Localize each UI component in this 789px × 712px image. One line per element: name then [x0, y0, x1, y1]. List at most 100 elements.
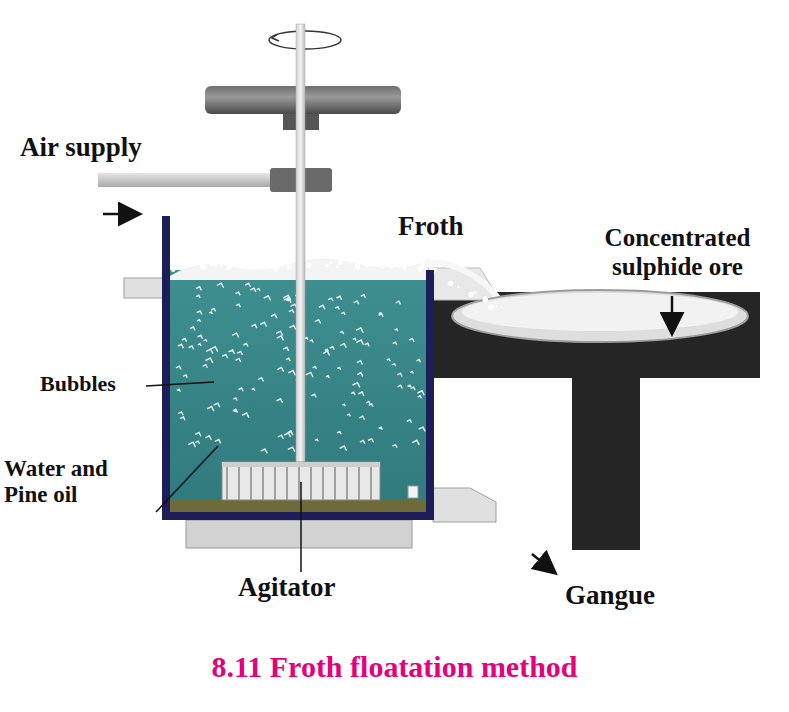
froth-bubble	[201, 264, 207, 270]
bubble	[195, 433, 201, 437]
bubble	[417, 360, 421, 363]
bubble	[222, 355, 228, 359]
bubble	[365, 343, 370, 346]
froth-bubble	[496, 305, 498, 307]
bubble	[342, 404, 345, 406]
bubble	[177, 389, 180, 391]
froth-bubble	[429, 265, 434, 270]
label: Air supply	[20, 132, 220, 163]
bubble	[197, 311, 202, 315]
bubble	[189, 346, 194, 349]
bubble	[407, 420, 412, 423]
bubble	[236, 359, 241, 363]
bubble	[209, 312, 212, 314]
froth-bubble	[171, 268, 175, 272]
label: Concentrated sulphide ore	[575, 224, 780, 282]
bubble	[315, 439, 318, 441]
bubble	[310, 340, 314, 343]
froth-bubble	[336, 266, 339, 269]
bubble	[341, 312, 345, 315]
bubble	[387, 359, 390, 361]
bubble	[180, 417, 185, 420]
bubble	[337, 432, 341, 435]
bubble	[236, 304, 241, 307]
bubble	[178, 412, 183, 415]
bubble	[408, 385, 412, 387]
froth-bubble	[418, 267, 423, 272]
froth-bubble	[448, 281, 453, 286]
bubble	[353, 338, 356, 340]
froth-bubble	[213, 263, 217, 267]
bubble	[211, 309, 216, 312]
bubble	[271, 314, 277, 318]
bubble	[306, 372, 313, 377]
bubble	[360, 441, 365, 444]
bubble	[237, 352, 242, 356]
bubble	[396, 301, 401, 304]
froth-bubble	[417, 266, 422, 271]
bubble	[260, 322, 266, 326]
bubble	[356, 340, 363, 345]
bubble	[411, 387, 416, 390]
bubble	[392, 445, 397, 448]
bubble	[229, 350, 235, 354]
froth-bubble	[381, 266, 384, 269]
bubble	[204, 340, 208, 342]
bubble	[176, 366, 181, 369]
bubble	[347, 414, 350, 416]
bubble	[207, 407, 214, 412]
bubble	[286, 358, 290, 361]
bubble	[369, 404, 373, 407]
froth-bubble	[501, 306, 503, 308]
bubble	[234, 410, 238, 412]
froth-bubble	[287, 265, 291, 269]
froth-bubble	[468, 292, 473, 297]
froth-bubble	[220, 263, 223, 266]
bubble	[340, 331, 344, 334]
froth-bubble	[471, 293, 474, 296]
bubble	[368, 439, 373, 443]
bubble	[257, 289, 260, 291]
bubble	[351, 392, 355, 395]
froth-bubble	[330, 261, 332, 263]
bubble	[328, 298, 333, 301]
bubble	[211, 347, 218, 352]
bubble	[190, 327, 195, 331]
bubble	[231, 350, 234, 352]
bubble	[356, 328, 363, 333]
bubble	[379, 427, 383, 429]
froth-bubble	[225, 262, 229, 266]
froth-bubble	[251, 262, 254, 265]
bubble	[330, 347, 334, 350]
bubble	[233, 409, 237, 412]
froth-bubble	[245, 264, 249, 268]
bubble	[379, 314, 384, 317]
bubble	[178, 344, 184, 348]
bubble	[336, 296, 341, 300]
bubble	[340, 344, 346, 348]
bubble	[397, 373, 402, 376]
bubble	[353, 383, 360, 388]
froth-bubble	[398, 266, 400, 268]
froth-bubble	[273, 266, 279, 272]
froth-bubble	[391, 267, 393, 269]
froth-bubble	[404, 269, 406, 271]
bubble	[289, 326, 296, 330]
bubble	[182, 339, 187, 342]
froth-bubble	[488, 304, 494, 310]
bubble	[398, 385, 403, 388]
froth-bubble	[435, 268, 437, 270]
bubble	[236, 292, 241, 295]
bubble	[357, 373, 362, 377]
bubble	[261, 449, 268, 453]
bubble	[196, 287, 201, 291]
bubble	[277, 368, 283, 372]
bubble	[217, 283, 224, 288]
bubble	[277, 399, 283, 403]
froth-bubble	[209, 262, 213, 266]
bubble	[196, 295, 200, 298]
bubble	[409, 339, 414, 342]
bubble	[238, 388, 243, 391]
froth-bubble	[282, 260, 287, 265]
figure-caption: 8.11 Froth floatation method	[0, 650, 789, 684]
